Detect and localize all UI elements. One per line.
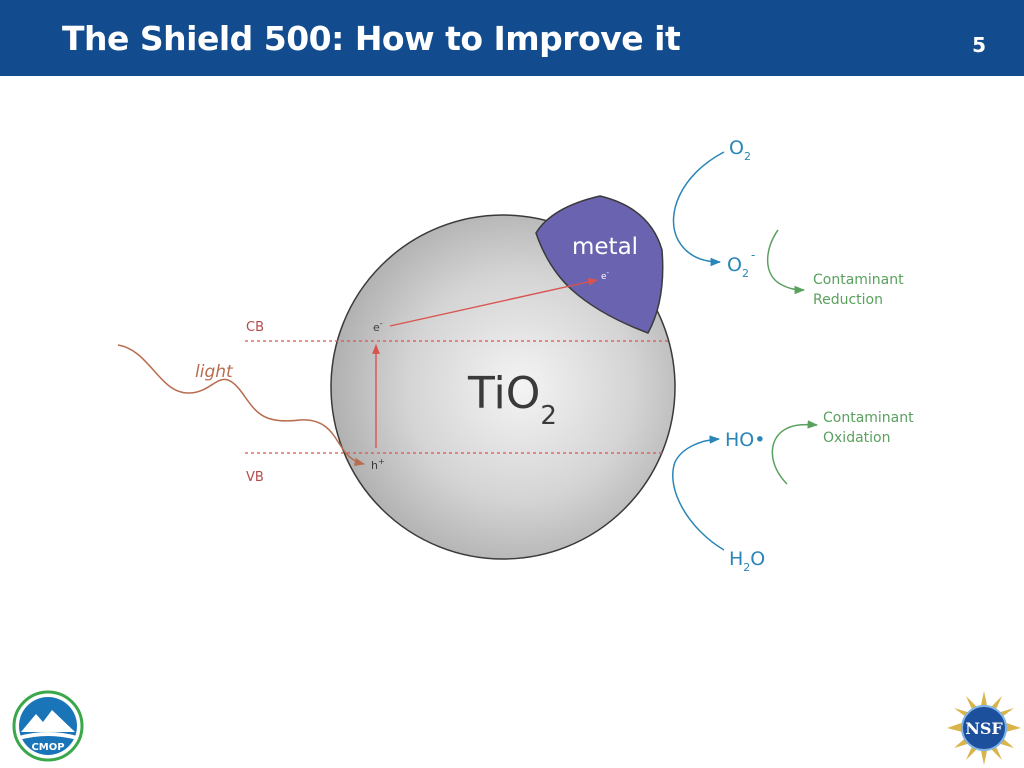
- electron-label: e-: [373, 319, 383, 334]
- metal-particle: [535, 195, 664, 334]
- svg-text:CMOP: CMOP: [31, 742, 64, 753]
- slide-number: 5: [972, 33, 986, 57]
- reduction-label-line1: Contaminant: [813, 272, 904, 288]
- o2-label: O2: [729, 137, 751, 163]
- metal-electron-label: e-: [601, 269, 610, 282]
- oxidation-label-line1: Contaminant: [823, 410, 914, 426]
- light-wave: [117, 344, 366, 467]
- metal-label: metal: [572, 234, 638, 260]
- electron-transfer-arrow: [389, 278, 598, 327]
- light-label: light: [195, 362, 234, 382]
- hydroxyl-radical-label: HO•: [725, 429, 765, 451]
- slide-header: The Shield 500: How to Improve it 5: [0, 0, 1024, 76]
- tio2-label: TiO2: [467, 368, 557, 431]
- hole-label: h+: [371, 457, 385, 472]
- superoxide-label: O2-: [727, 248, 755, 280]
- oxidation-label-line2: Oxidation: [823, 430, 890, 446]
- nsf-logo: NSF: [947, 691, 1021, 765]
- svg-text:NSF: NSF: [965, 719, 1003, 738]
- cb-label: CB: [246, 320, 264, 335]
- reduction-arrow: [766, 229, 806, 295]
- oxidation-arrow: [771, 420, 819, 485]
- slide-title: The Shield 500: How to Improve it: [62, 19, 681, 58]
- vb-label: VB: [246, 470, 264, 485]
- cmop-logo: CMOP: [12, 690, 84, 762]
- water-label: H2O: [729, 548, 765, 574]
- water-oxidation-arrow: [672, 435, 725, 551]
- reduction-label-line2: Reduction: [813, 292, 883, 308]
- o2-reduction-arrow: [672, 151, 725, 267]
